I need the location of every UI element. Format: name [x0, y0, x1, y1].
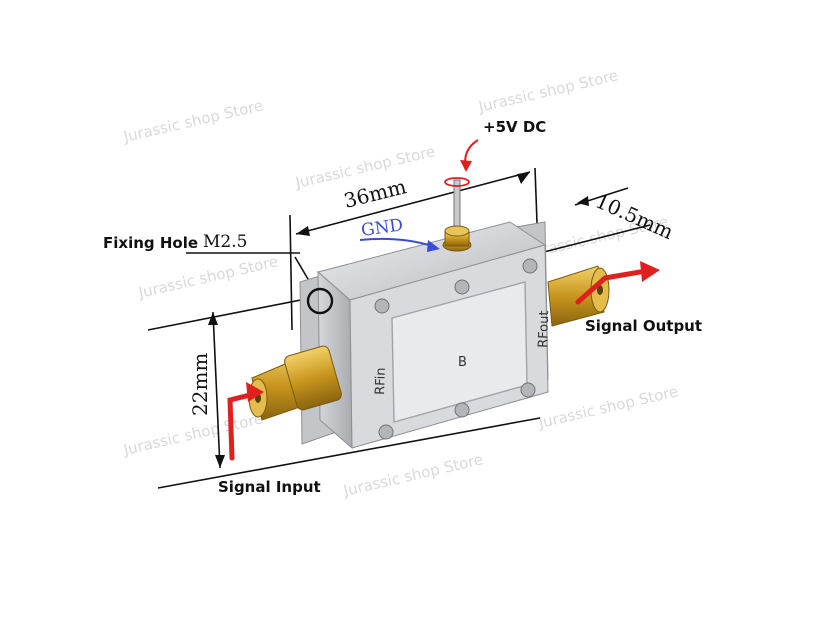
watermark-text: Jurassic shop Store: [341, 450, 485, 500]
screw-icon: [454, 279, 470, 295]
signal-output-label: Signal Output: [585, 317, 702, 335]
height-dimension-label: 22mm: [188, 353, 212, 416]
port-label-rfout: RFout: [536, 310, 552, 348]
hole-size-label: M2.5: [203, 232, 247, 252]
screw-icon: [454, 402, 470, 418]
watermark-text: Jurassic shop Store: [121, 96, 265, 146]
screw-icon: [374, 298, 390, 314]
signal-output-arrow-icon: [575, 261, 660, 305]
watermark-text: Jurassic shop Store: [476, 66, 620, 116]
port-label-rfin: RFin: [373, 367, 389, 395]
screws: [374, 258, 538, 440]
lid-mark: B: [458, 355, 467, 370]
watermark-text: Jurassic shop Store: [136, 252, 280, 302]
power-arrow-icon: [460, 139, 479, 172]
watermark-text: Jurassic shop Store: [536, 382, 680, 432]
fixing-hole-marker: [306, 287, 334, 315]
screw-icon: [378, 424, 394, 440]
screw-icon: [520, 382, 536, 398]
sma-input-connector: [248, 345, 342, 421]
signal-input-label: Signal Input: [218, 478, 321, 496]
power-label: +5V DC: [483, 118, 546, 136]
gnd-label: GND: [360, 215, 404, 241]
screw-icon: [522, 258, 538, 274]
fixing-hole-label: Fixing Hole: [103, 234, 198, 252]
gnd-arrow-icon: [359, 237, 440, 252]
signal-input-arrow-icon: [227, 382, 264, 461]
power-pin: [442, 177, 472, 252]
amplifier-housing: B RFin RFout: [299, 221, 552, 450]
